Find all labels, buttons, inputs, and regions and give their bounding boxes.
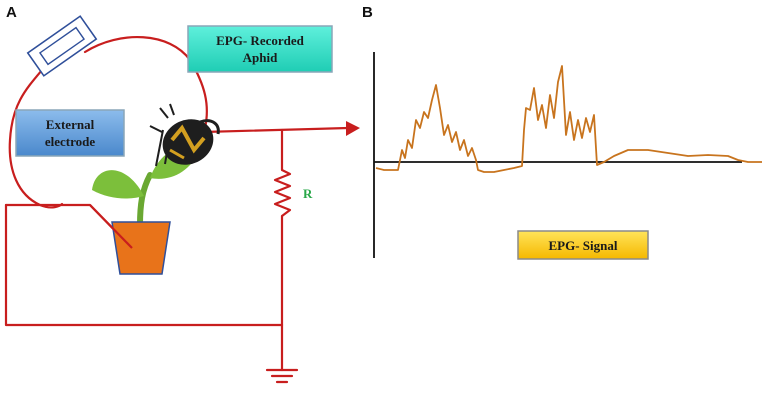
probe-icon bbox=[26, 15, 98, 77]
circuit-wires bbox=[4, 36, 350, 372]
external-electrode-line1: External bbox=[46, 117, 95, 132]
ground-icon bbox=[265, 368, 299, 384]
signal-wire bbox=[201, 126, 350, 134]
external-electrode-label: External electrode bbox=[15, 109, 125, 157]
panel-letter-b: B bbox=[362, 4, 373, 21]
external-electrode-line2: electrode bbox=[45, 134, 96, 149]
epg-signal-text: EPG- Signal bbox=[549, 238, 618, 253]
epg-signal-label: EPG- Signal bbox=[517, 230, 649, 260]
electrode-wire bbox=[83, 36, 208, 130]
recorded-aphid-line1: EPG- Recorded bbox=[216, 33, 305, 48]
signal-axes bbox=[373, 52, 742, 258]
arrow-icon bbox=[346, 121, 360, 136]
resistor-icon bbox=[273, 169, 292, 217]
pot-icon bbox=[111, 221, 171, 275]
pot-wire-front bbox=[89, 204, 133, 249]
recorded-aphid-label: EPG- Recorded Aphid bbox=[187, 25, 333, 73]
electrode-wire-left bbox=[8, 68, 64, 209]
resistor-label: R bbox=[303, 186, 313, 201]
ground-loop-wire bbox=[4, 203, 284, 327]
epg-signal-trace bbox=[375, 65, 762, 173]
recorded-aphid-line2: Aphid bbox=[243, 50, 278, 65]
panel-letter-a: A bbox=[6, 4, 17, 21]
aphid-icon bbox=[149, 103, 220, 167]
